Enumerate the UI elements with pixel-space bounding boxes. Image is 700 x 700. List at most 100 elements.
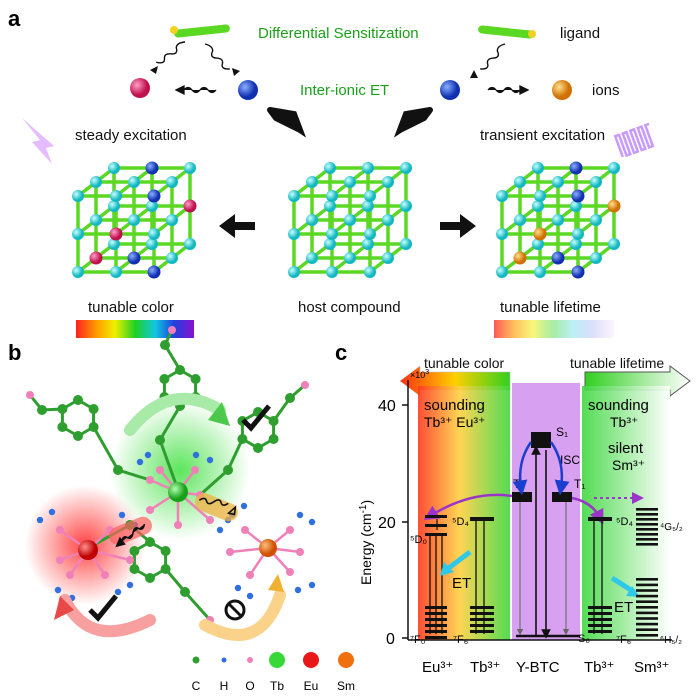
legend-swatch-o: [247, 657, 253, 663]
isc-arrow-right: [549, 441, 570, 496]
carbon-atom: [190, 374, 201, 384]
carbon-atom: [57, 422, 68, 432]
host-atom: [128, 214, 140, 226]
et-wavy-arrow-icon: [115, 523, 146, 548]
host-atom: [146, 200, 158, 212]
carbon-atom: [145, 573, 155, 583]
tb-atom: [168, 482, 188, 502]
legend-swatch-sm: [338, 652, 354, 668]
bond: [117, 468, 151, 482]
oxygen-atom: [191, 466, 199, 474]
sm-levels: [636, 508, 658, 637]
host-atom: [362, 238, 374, 250]
oxygen-atom: [246, 571, 254, 579]
panel-c: c tunable color tunable lifetime 40 20 0…: [335, 340, 691, 676]
dopant-atom: [147, 265, 161, 279]
silent-label: silent: [608, 440, 644, 457]
dopant-atom: [533, 227, 547, 241]
host-atom: [514, 176, 526, 188]
host-atom: [532, 200, 544, 212]
prohibited-icon: [224, 599, 246, 621]
hydrogen-atom: [296, 511, 304, 519]
hydrogen-atom: [294, 586, 302, 594]
et-label-left: ET: [452, 575, 471, 592]
host-atom: [108, 238, 120, 250]
t1-label-left: T₁: [513, 477, 524, 491]
hydrogen-atom: [308, 581, 316, 589]
oxygen-atom: [206, 516, 214, 524]
bond: [164, 568, 187, 593]
d0-label: ⁵D₀: [410, 534, 427, 546]
h52-label: ⁶H₅/₂: [660, 635, 682, 646]
lattice-cube-host: [288, 162, 412, 278]
host-atom: [72, 228, 84, 240]
ligand-rod-right: [478, 25, 536, 39]
oxygen-atom: [101, 571, 109, 579]
oxygen-atom: [296, 548, 304, 556]
hydrogen-atom: [114, 588, 122, 596]
sounding-right-ion: Tb³⁺: [610, 414, 638, 430]
host-atom: [400, 200, 412, 212]
black-arrow-icon: [393, 107, 433, 138]
sm-atom: [259, 539, 277, 557]
host-atom: [110, 266, 122, 278]
host-atom: [608, 238, 620, 250]
wavy-arrow-icon: [156, 41, 186, 64]
inter-ionic-wavy-arrow-icon: [174, 84, 217, 96]
host-compound-label: host compound: [298, 299, 401, 316]
arrowhead-icon: [268, 574, 284, 592]
panel-c-letter: c: [335, 340, 347, 365]
carbon-atom: [180, 587, 190, 597]
tunable-color-label: tunable color: [88, 299, 174, 316]
legend-label-h: H: [220, 679, 229, 693]
tb-ion-icon-right: [440, 80, 460, 100]
isc-arrow-left: [512, 441, 533, 496]
panel-a: a Differential Sensitization ligand Inte…: [8, 6, 655, 338]
lattice-cube-doped-lifetime: [496, 161, 621, 279]
legend-swatch-h: [221, 657, 227, 663]
isc-label: ISC: [560, 453, 580, 467]
host-atom: [496, 266, 508, 278]
carbon-atom: [88, 404, 99, 414]
tunable-lifetime-label-c: tunable lifetime: [570, 355, 664, 371]
dopant-atom: [551, 251, 565, 265]
bond: [199, 468, 229, 497]
hydrogen-atom: [308, 518, 316, 526]
hydrogen-atom: [206, 456, 214, 464]
oxygen-atom: [168, 326, 176, 334]
carbon-atom: [73, 431, 83, 441]
host-atom: [344, 214, 356, 226]
et-label-right: ET: [614, 599, 633, 616]
arrowhead-icon: [470, 70, 478, 78]
hydrogen-atom: [136, 458, 144, 466]
sounding-right: sounding: [588, 397, 649, 414]
host-atom: [590, 214, 602, 226]
hydrogen-atom: [234, 584, 242, 592]
host-atom: [72, 266, 84, 278]
hydrogen-atom: [144, 451, 152, 459]
host-atom: [382, 252, 394, 264]
carbon-atom: [237, 434, 248, 444]
eu-levels: [425, 515, 447, 639]
col-sm-label: Sm³⁺: [634, 659, 669, 676]
host-atom: [324, 200, 336, 212]
col-tb-right-label: Tb³⁺: [584, 659, 614, 676]
oxygen-atom: [241, 526, 249, 534]
host-atom: [184, 238, 196, 250]
d4-label-left: ⁵D₄: [452, 516, 470, 528]
transient-excitation-label: transient excitation: [480, 127, 605, 144]
col-eu-label: Eu³⁺: [422, 659, 453, 676]
curved-green-arrow-icon: [124, 392, 226, 436]
carbon-atom: [129, 564, 140, 574]
arrowhead-icon: [208, 402, 230, 426]
host-atom: [184, 162, 196, 174]
hydrogen-atom: [192, 451, 200, 459]
f0-label: ⁷F₀: [410, 634, 425, 646]
host-atom: [534, 266, 546, 278]
host-atom: [364, 266, 376, 278]
eu-ion-icon: [130, 78, 150, 98]
legend-label-sm: Sm: [337, 679, 355, 693]
ligand-rod-left: [170, 24, 230, 38]
host-atom: [572, 228, 584, 240]
